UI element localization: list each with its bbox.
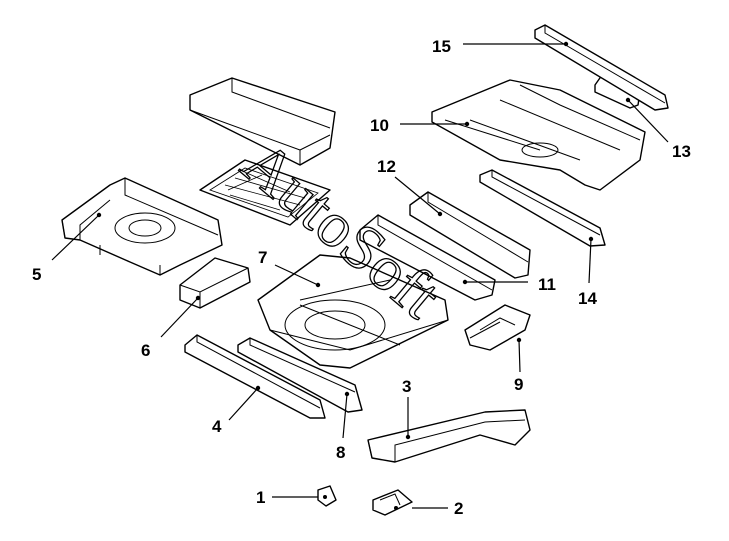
part-14-rail	[479, 169, 606, 247]
callout-10: 10	[370, 116, 389, 135]
part-4-rail	[184, 334, 326, 419]
callout-9: 9	[514, 375, 523, 394]
part-center-panel	[199, 159, 331, 226]
callout-1: 1	[256, 488, 265, 507]
callout-6: 6	[141, 341, 150, 360]
callout-3: 3	[402, 377, 411, 396]
callout-labels: 1 2 3 4 5 6 7 8 9 10 11 12 13 14 15	[32, 37, 691, 518]
part-11-crossmember	[359, 214, 496, 301]
callout-14: 14	[578, 289, 597, 308]
callout-13: 13	[672, 142, 691, 161]
callout-15: 15	[432, 37, 451, 56]
part-2-bracket	[372, 489, 413, 516]
callout-7: 7	[258, 248, 267, 267]
part-6-bracket	[179, 257, 251, 309]
part-15-crossmember	[534, 24, 669, 111]
callout-11: 11	[538, 275, 556, 294]
part-10-floor-panel	[431, 79, 646, 191]
callout-5: 5	[32, 265, 41, 284]
part-9-bracket	[464, 304, 531, 351]
callout-4: 4	[212, 417, 222, 436]
part-rear-shelf	[189, 77, 336, 166]
part-1-clip	[317, 485, 337, 507]
callout-8: 8	[336, 443, 345, 462]
part-8-rail	[237, 337, 363, 413]
callout-2: 2	[454, 499, 463, 518]
leader-lines	[51, 43, 669, 509]
part-3-member	[367, 409, 531, 463]
part-5-wheel-well	[61, 177, 223, 276]
callout-12: 12	[377, 157, 396, 176]
